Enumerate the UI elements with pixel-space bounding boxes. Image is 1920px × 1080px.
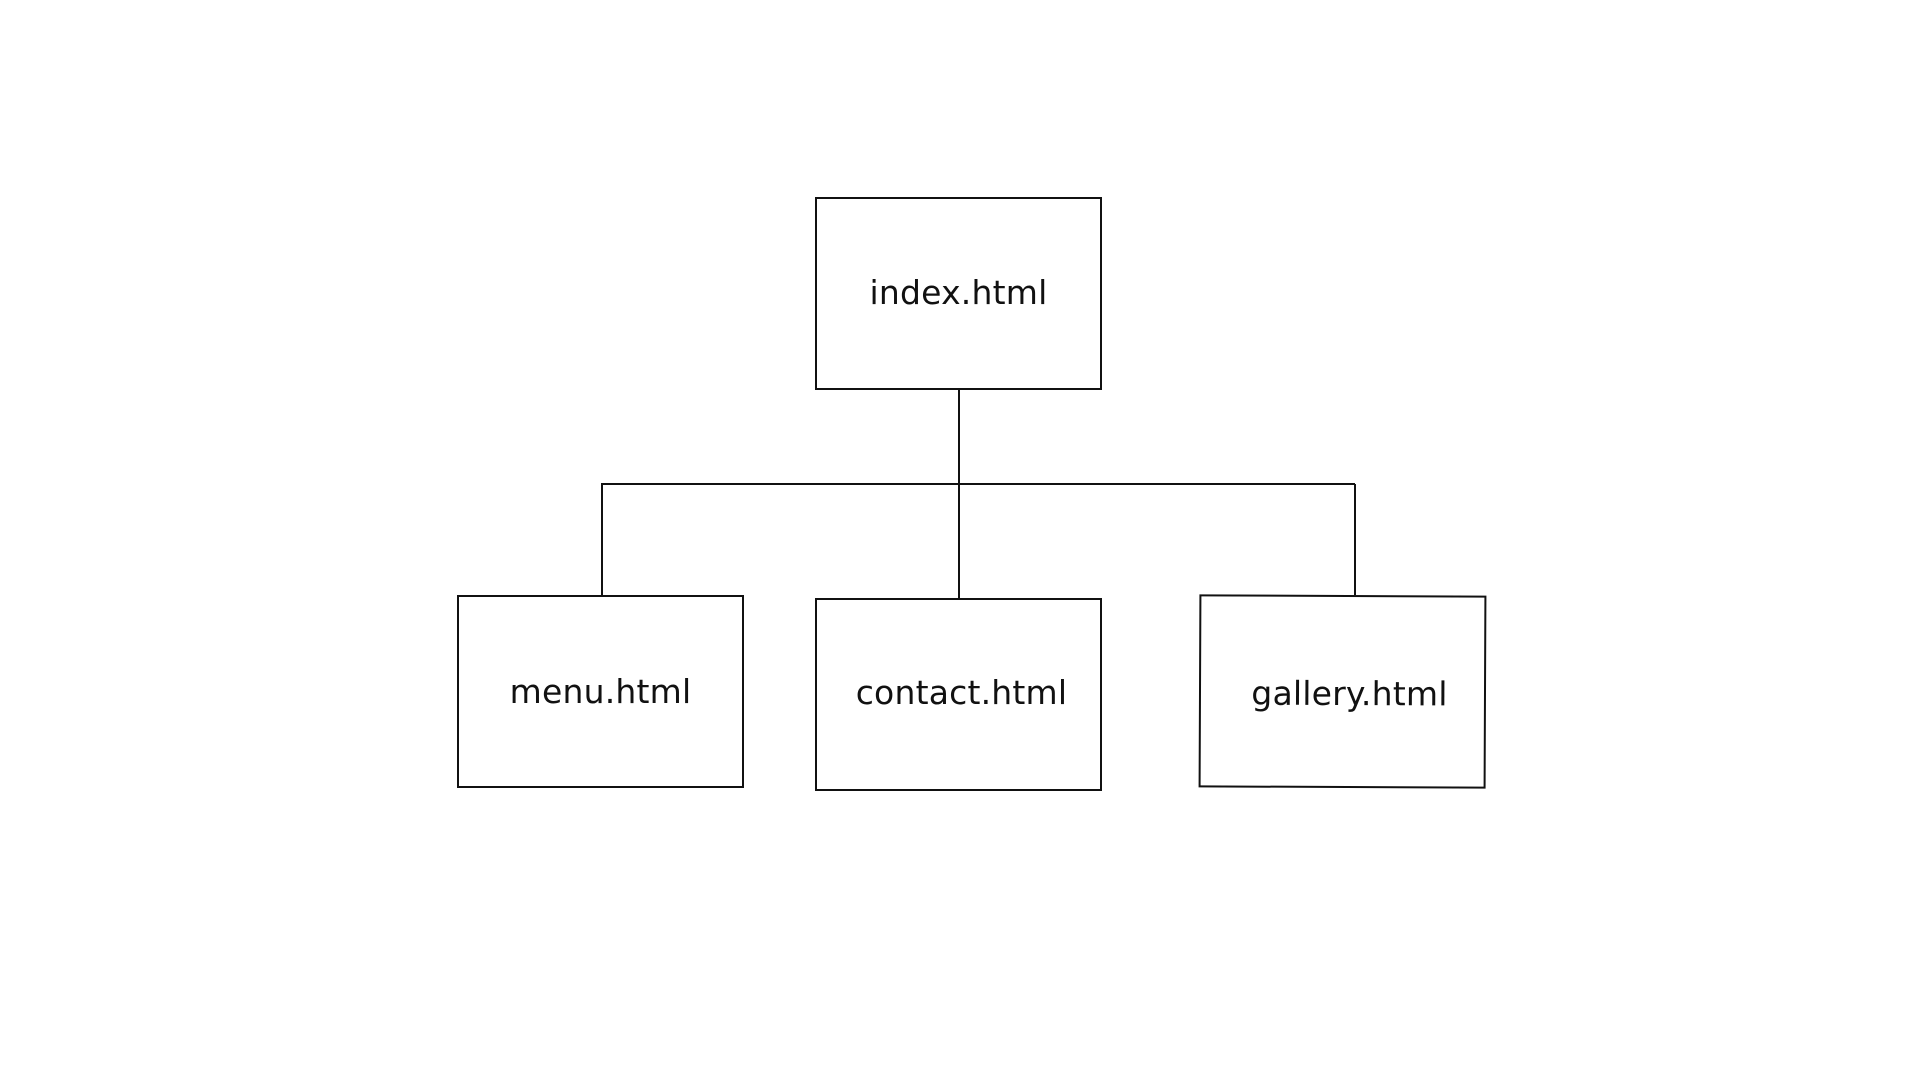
- node-index: index.html: [815, 197, 1102, 390]
- node-contact: contact.html: [815, 598, 1102, 791]
- node-index-label: index.html: [869, 273, 1048, 312]
- node-menu-label: menu.html: [509, 672, 692, 711]
- node-gallery-label: gallery.html: [1251, 673, 1448, 714]
- node-menu: menu.html: [457, 595, 744, 788]
- node-contact-label: contact.html: [855, 672, 1068, 712]
- node-gallery: gallery.html: [1198, 594, 1487, 789]
